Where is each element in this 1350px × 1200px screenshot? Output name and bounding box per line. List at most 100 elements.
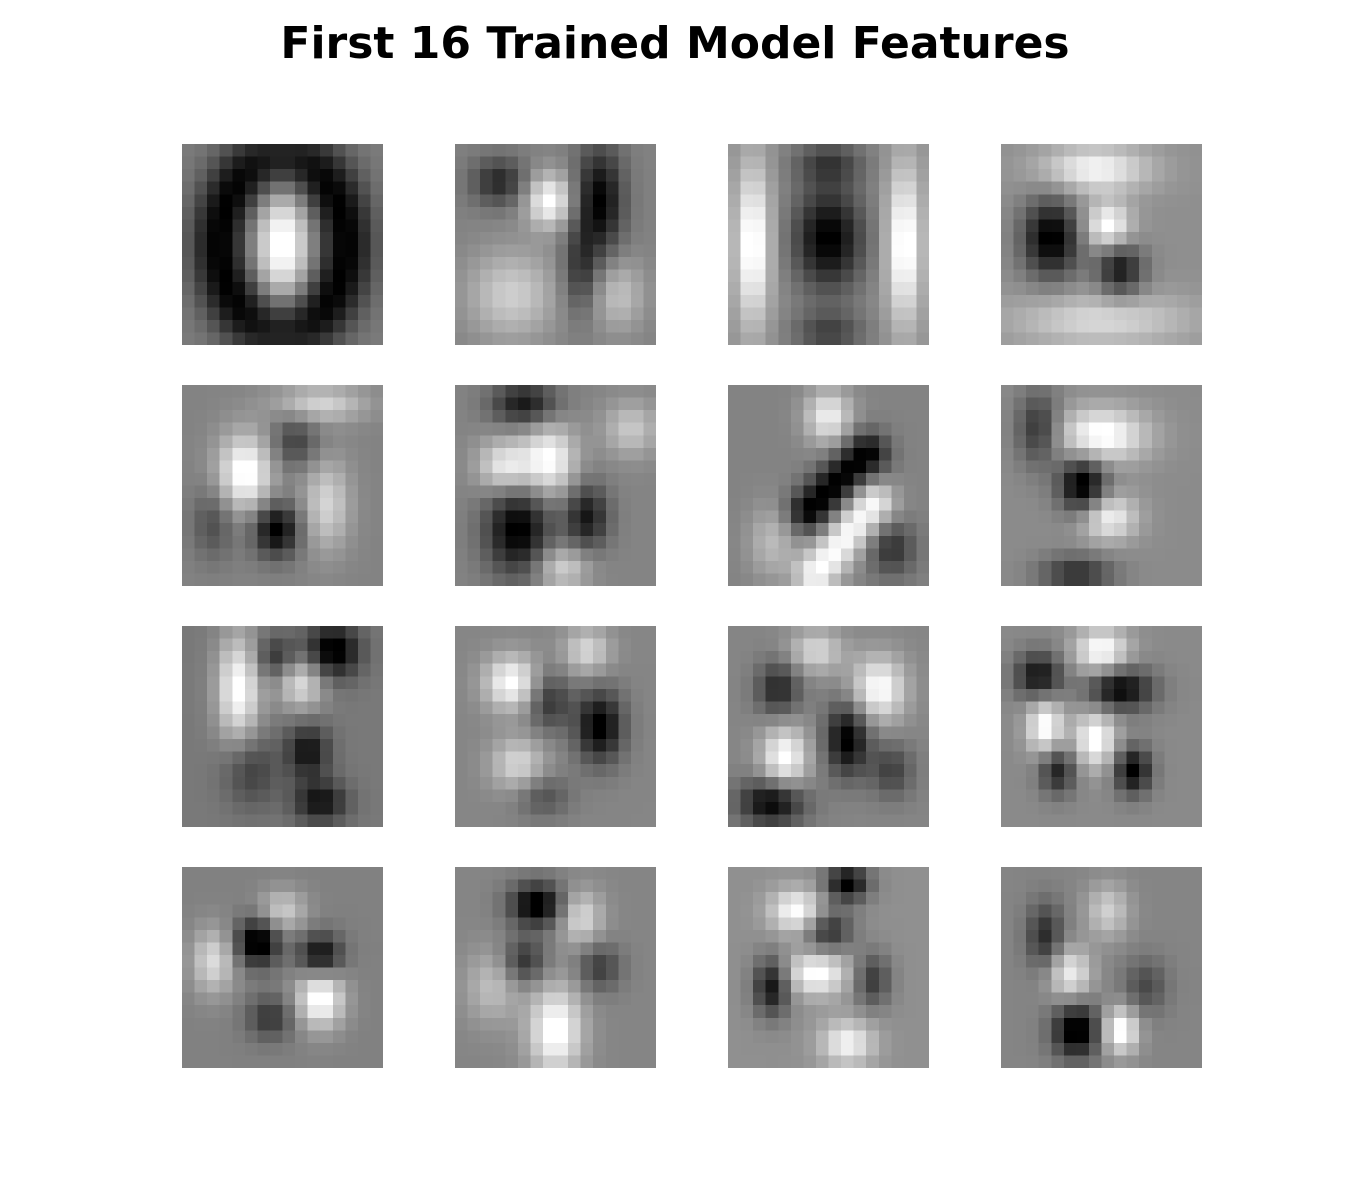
pixel-cell [517, 319, 531, 334]
pixel-cell [891, 676, 905, 690]
pixel-cell [1126, 917, 1140, 931]
pixel-cell [1114, 942, 1128, 956]
pixel-cell [295, 385, 309, 399]
pixel-cell [580, 548, 594, 562]
pixel-cell [182, 713, 196, 728]
pixel-cell [815, 410, 830, 424]
pixel-cell [1164, 1005, 1178, 1019]
pixel-cell [555, 980, 569, 994]
pixel-cell [903, 626, 918, 640]
pixel-cell [1063, 282, 1077, 296]
pixel-cell [568, 1017, 582, 1031]
pixel-cell [1001, 879, 1015, 893]
pixel-cell [803, 460, 817, 474]
pixel-cell [517, 1005, 531, 1019]
pixel-cell [542, 447, 557, 461]
pixel-cell [555, 332, 569, 345]
pixel-cell [630, 523, 645, 537]
pixel-cell [492, 992, 506, 1006]
pixel-cell [182, 1017, 196, 1031]
pixel-cell [232, 498, 246, 512]
pixel-cell [1038, 867, 1052, 881]
pixel-cell [282, 801, 296, 816]
pixel-cell [605, 1042, 619, 1057]
pixel-cell [1126, 144, 1140, 158]
pixel-cell [257, 663, 271, 677]
pixel-cell [370, 219, 383, 233]
pixel-cell [1038, 814, 1052, 827]
pixel-cell [1038, 219, 1052, 233]
pixel-cell [1076, 498, 1090, 512]
pixel-cell [555, 1017, 569, 1031]
pixel-cell [232, 257, 246, 271]
pixel-cell [853, 560, 867, 575]
pixel-cell [1076, 397, 1090, 411]
pixel-cell [1013, 573, 1027, 586]
pixel-cell [828, 144, 842, 158]
pixel-cell [853, 626, 867, 640]
pixel-cell [257, 701, 271, 715]
pixel-cell [542, 560, 557, 575]
pixel-cell [1139, 498, 1153, 512]
pixel-cell [1088, 385, 1103, 399]
pixel-cell [219, 422, 233, 436]
pixel-cell [1088, 789, 1103, 803]
pixel-cell [853, 485, 867, 499]
pixel-cell [1001, 144, 1015, 158]
pixel-cell [505, 638, 519, 652]
pixel-cell [257, 776, 271, 790]
pixel-cell [182, 764, 196, 778]
pixel-cell [1151, 485, 1165, 499]
pixel-cell [580, 472, 594, 487]
pixel-cell [1151, 269, 1165, 283]
pixel-cell [232, 548, 246, 562]
pixel-cell [1063, 307, 1077, 321]
pixel-cell [1176, 510, 1191, 524]
pixel-cell [765, 206, 779, 220]
pixel-cell [1001, 510, 1015, 524]
pixel-cell [282, 385, 296, 399]
pixel-cell [1063, 676, 1077, 690]
pixel-cell [630, 573, 645, 586]
pixel-cell [1038, 548, 1052, 562]
pixel-cell [866, 307, 880, 321]
pixel-cell [1076, 980, 1090, 994]
pixel-cell [232, 332, 246, 345]
pixel-cell [803, 510, 817, 524]
pixel-cell [1026, 194, 1040, 208]
pixel-cell [455, 739, 469, 753]
pixel-cell [803, 751, 817, 765]
pixel-cell [542, 651, 557, 665]
pixel-cell [903, 485, 918, 499]
pixel-cell [505, 294, 519, 308]
pixel-cell [618, 169, 632, 183]
pixel-cell [345, 510, 359, 524]
pixel-cell [753, 751, 767, 765]
pixel-cell [630, 548, 645, 562]
pixel-cell [630, 764, 645, 778]
pixel-cell [1126, 282, 1140, 296]
pixel-cell [219, 244, 233, 258]
pixel-cell [1176, 701, 1191, 715]
pixel-cell [1076, 435, 1090, 449]
pixel-cell [643, 713, 656, 728]
pixel-cell [207, 332, 221, 345]
pixel-cell [593, 447, 607, 461]
pixel-cell [878, 967, 892, 981]
pixel-cell [753, 867, 767, 881]
pixel-cell [257, 219, 271, 233]
pixel-cell [1026, 244, 1040, 258]
pixel-cell [866, 485, 880, 499]
pixel-cell [891, 219, 905, 233]
pixel-cell [803, 410, 817, 424]
pixel-cell [345, 332, 359, 345]
pixel-cell [903, 435, 918, 449]
pixel-cell [492, 688, 506, 702]
pixel-cell [505, 739, 519, 753]
pixel-cell [207, 726, 221, 740]
pixel-cell [282, 156, 296, 170]
pixel-cell [1139, 319, 1153, 334]
pixel-cell [841, 269, 855, 283]
pixel-cell [320, 879, 334, 893]
pixel-cell [492, 282, 506, 296]
